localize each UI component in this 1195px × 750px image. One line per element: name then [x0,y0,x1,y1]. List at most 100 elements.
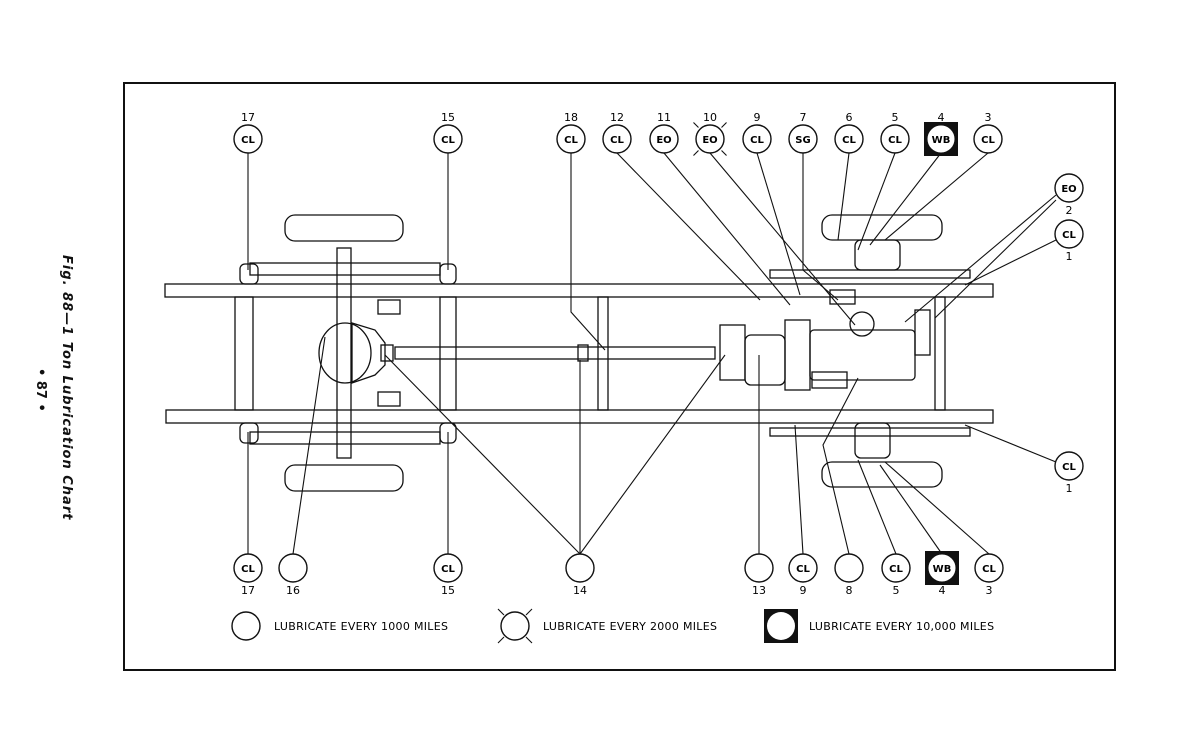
callout-number: 2 [1066,204,1073,217]
legend-tick-icon [525,608,533,616]
callout-number: 4 [938,111,945,124]
callout-circle [556,124,586,154]
callout-number: 13 [752,584,766,597]
callout-callouts_bottom-5: CL5 [881,553,911,597]
callout-number: 8 [846,584,853,597]
callout-callouts_right-1: CL 1 [1054,451,1084,495]
callout-callouts_top-10: EO 10 [693,111,727,156]
universal-joint-center [577,344,589,362]
callout-number: 4 [939,584,946,597]
steering-knuckle-top [854,239,901,271]
callout-number: 10 [703,111,717,124]
leader-line [869,152,942,246]
differential [318,322,372,384]
lubricant-code: EO [1061,184,1076,195]
callout-circle [433,553,463,583]
legend-circle-icon [767,612,795,640]
callout-circle [695,124,725,154]
legend-item-boxed-circle: LUBRICATE EVERY 10,000 MILES [764,609,994,643]
universal-joint-rear [380,344,394,362]
callout-number: 5 [893,584,900,597]
leader-lines [247,152,1057,555]
callout-circle [881,553,911,583]
callouts: CL17CL15CL18CL12EO11EO10CL9SG7CL6CL5WB4C… [233,111,1084,597]
clutch-housing [719,324,746,381]
leader-line [879,464,943,555]
callout-circle [433,124,463,154]
callout-circle [788,124,818,154]
callout-callouts_top-9: CL9 [742,111,772,154]
leader-line [384,354,581,555]
callout-circle [602,124,632,154]
callout-number: 3 [985,111,992,124]
rear-wheel-bottom [284,464,404,492]
callout-callouts_bottom-8: 8 [834,553,864,597]
callout-circle [744,553,774,583]
callout-circle [880,124,910,154]
legend-circle-icon [231,611,261,641]
rear-spring-top [249,262,441,276]
oil-filter [849,311,875,337]
callout-number: 17 [241,111,255,124]
legend-item-crossed-circle: LUBRICATE EVERY 2000 MILES [497,608,717,644]
cross-member-rear [234,296,254,411]
callout-number: 18 [564,111,578,124]
leader-line [616,152,761,301]
cross-member-front [934,296,946,411]
callout-number: 7 [800,111,807,124]
callout-number: 16 [286,584,300,597]
lubricant-code: CL [241,135,255,146]
lubricant-code: EO [656,135,671,146]
callout-number: 15 [441,584,455,597]
callout-number: 6 [846,111,853,124]
callout-callouts_bottom-13: 13 [744,553,774,597]
callout-circle [278,553,308,583]
callout-number: 14 [573,584,587,597]
lubricant-code: CL [564,135,578,146]
steering-knuckle-bottom [854,422,891,459]
leader-line [570,153,606,351]
rear-axle-housing [336,247,352,459]
lubricant-code: CL [982,564,996,575]
callout-number: 1 [1066,250,1073,263]
callout-callouts_top-18: CL 18 [556,111,586,154]
lubricant-code: CL [441,564,455,575]
lubricant-code: EO [702,135,717,146]
callout-circle [742,124,772,154]
leader-line [756,152,801,296]
callout-number: 17 [241,584,255,597]
leader-line [884,461,990,555]
legend-tick-icon [497,608,505,616]
spring-shackle-rear-bottom [239,422,259,444]
legend-item-plain-circle: LUBRICATE EVERY 1000 MILES [231,611,448,641]
radiator [914,309,931,356]
leader-line [884,152,989,241]
differential-cover [351,322,386,384]
legend: LUBRICATE EVERY 1000 MILES LUBRICATE EVER… [231,608,994,644]
cross-member-center [597,296,609,411]
steering-gear [829,289,856,305]
callout-callouts_top-4: WB4 [924,111,958,156]
callout-callouts_top-11: EO 11 [649,111,679,154]
callout-number: 9 [800,584,807,597]
front-wheel-bottom [821,461,943,488]
callout-number: 1 [1066,482,1073,495]
lubricant-code: CL [1062,462,1076,473]
callout-callouts_bottom-15: CL 15 [433,553,463,597]
lubricant-code: CL [750,135,764,146]
callout-number: 11 [657,111,671,124]
lubricant-code: SG [795,135,810,146]
2000-mile-tick [721,122,727,128]
callout-callouts_top-6: CL6 [834,111,864,154]
leader-line [857,152,896,251]
lubricant-code: WB [933,564,952,575]
callout-circle [565,553,595,583]
callout-circle [834,553,864,583]
callout-callouts_right-2: EO 2 [1054,173,1084,217]
lubricant-code: CL [1062,230,1076,241]
callout-callouts_bottom-4: WB 4 [925,551,959,597]
callout-callouts_bottom-9: CL9 [788,553,818,597]
front-spring-top [769,269,971,279]
